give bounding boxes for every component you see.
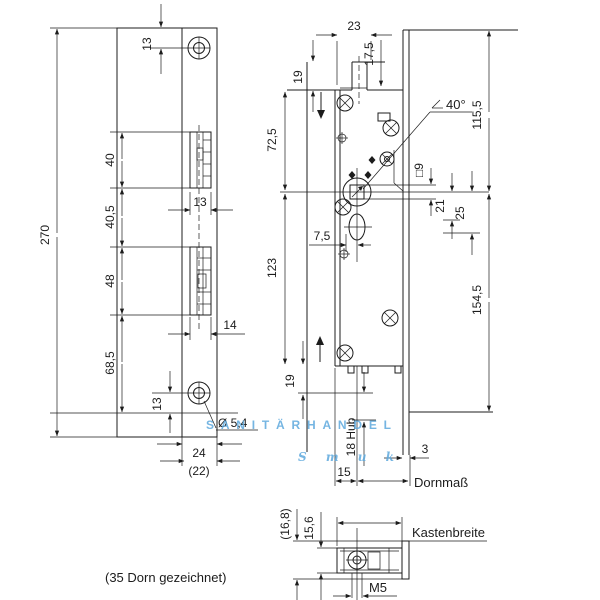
faceplate-front-view: 270 13 40 40,5 48 68,5 13 13 14 Ø xyxy=(38,4,258,478)
dim-lever-angle-label: 40° xyxy=(446,97,466,112)
dim-cutout1-height-label: 40 xyxy=(103,153,117,167)
case-screws xyxy=(334,94,400,362)
lever-pivot xyxy=(379,151,395,167)
dim-upper-total-label: 115,5 xyxy=(470,100,484,129)
dim-backset-drawn-label: 15 xyxy=(337,465,351,479)
dim-between-cutouts-label: 40,5 xyxy=(103,205,117,229)
dim-lower-section-label: 68,5 xyxy=(103,351,117,375)
dim-screw-thread-label: M5 xyxy=(369,580,387,595)
dim-stroke-label: 18 Hub xyxy=(344,417,358,456)
dim-lower-total-label: 154,5 xyxy=(470,285,484,315)
screw-hole-top xyxy=(187,36,211,60)
footnote: (35 Dorn gezeichnet) xyxy=(105,570,226,585)
dim-screw-hole-dia-label: Ø 5,4 xyxy=(218,416,248,430)
watermark-line1: SANITÄRHANDEL xyxy=(206,417,392,432)
dim-21-label: 21 xyxy=(433,199,447,213)
m5-screw xyxy=(346,549,368,571)
dim-follower-square-label: □9 xyxy=(412,163,426,177)
dim-plate-width-alt-label: (22) xyxy=(188,464,209,478)
dim-lower-half-label: 123 xyxy=(265,258,279,278)
dim-total-length-label: 270 xyxy=(38,225,52,245)
dim-25-label: 25 xyxy=(453,206,467,220)
dim-stulp-width-label: (16,8) xyxy=(278,508,292,539)
dim-screw-bottom-offset-label: 13 xyxy=(150,397,164,411)
dim-stulp-gap-label: 3 xyxy=(422,442,429,456)
motion-arrow-down xyxy=(317,92,325,119)
crosshair-marks xyxy=(336,132,350,260)
lever-angle-leader: 40° xyxy=(362,97,472,190)
dim-screw-top-offset-label: 13 xyxy=(140,37,154,51)
dim-plate-width-label: 24 xyxy=(192,446,206,460)
cross-section-view: Kastenbreite (16,8) 15,6 M5 xyxy=(278,508,487,600)
dim-bottom-offset-label: 19 xyxy=(283,374,297,388)
cylinder-hole xyxy=(344,213,372,241)
dim-case-width-label: 15,6 xyxy=(302,516,316,540)
dim-upper-half-label: 72,5 xyxy=(265,128,279,152)
latch-cutout xyxy=(189,131,212,189)
bolt-cutout xyxy=(189,246,212,316)
dim-cylinder-offset-label: 7,5 xyxy=(314,229,331,243)
dim-top-offset-label: 19 xyxy=(291,70,305,84)
lock-case-view: 40° 23 17,5 19 72,5 123 19 7,5 18 Hub xyxy=(265,19,518,490)
dim-case-width-word-label: Kastenbreite xyxy=(412,525,485,540)
dim-backset-label: Dornmaß xyxy=(414,475,468,490)
screw-hole-bottom xyxy=(187,381,211,405)
dim-cutout2-width-label: 14 xyxy=(223,318,237,332)
dim-tab-depth-label: 17,5 xyxy=(362,42,376,66)
dim-cutout2-height-label: 48 xyxy=(103,274,117,288)
dim-tab-width-label: 23 xyxy=(347,19,361,33)
dim-cutout1-width-label: 13 xyxy=(193,195,207,209)
motion-arrow-up xyxy=(316,336,324,362)
